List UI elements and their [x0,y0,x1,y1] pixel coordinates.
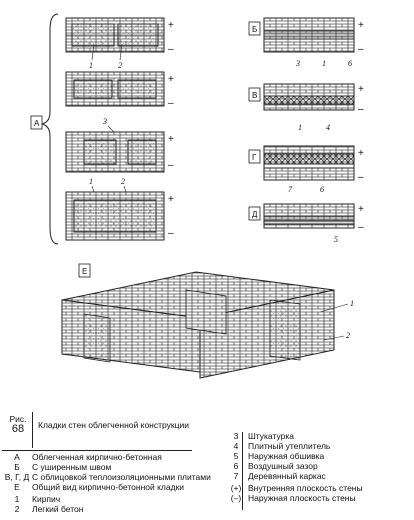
panel-a-brace [41,13,59,245]
callout-1: 1 [322,59,326,68]
sign-plus: + [358,20,364,31]
panel-g-letter: Г [252,153,257,162]
callout-3: 3 [102,117,107,126]
callout-1: 1 [350,299,354,308]
panel-v-diagram [263,83,355,111]
panel-d-letter: Д [252,210,258,219]
sign-plus: + [168,194,174,205]
callout-5: 5 [334,235,338,244]
sign-plus: + [168,134,174,145]
panel-d-label-box [248,206,261,221]
panel-g-diagram [263,145,355,181]
figure-number-box [2,412,33,448]
panel-a-diagram-1 [65,17,165,53]
figure-drawing: А + – 1 2 + – 3 + – 1 2 + – Б + [30,13,364,379]
callout-6: 6 [320,185,324,194]
callout-7: 7 [288,185,293,194]
panel-b-letter: Б [252,25,257,34]
panel-g-label-box [248,149,261,164]
panel-a-diagram-3 [65,131,165,173]
panel-e-letter: Е [82,267,87,276]
panel-a-diagram-2 [65,71,165,107]
sign-plus: + [358,148,364,159]
sign-minus: – [168,44,174,55]
sign-minus: – [168,228,174,239]
figure-label: Рис. 68 [4,414,32,435]
callout-1: 1 [89,177,93,186]
callout-3: 3 [295,59,300,68]
sign-minus: – [358,104,364,115]
sign-minus: – [168,98,174,109]
fig-number-text: 68 [11,423,25,435]
callout-1: 1 [298,123,302,132]
panel-d-diagram [263,203,355,229]
callout-2: 2 [346,331,350,340]
caption-divider [2,450,192,451]
sign-plus: + [358,204,364,215]
panel-a-label-box [30,115,43,130]
panel-e-label-box [78,263,91,278]
sign-plus: + [168,20,174,31]
fig-label-text: Рис. [9,414,27,424]
legend-item: (+)Внутренняя плоскость стены [230,483,363,493]
sign-minus: – [358,44,364,55]
panel-v-label-box [248,87,261,102]
callout-2: 2 [121,177,125,186]
sign-minus: – [358,172,364,183]
sign-plus: + [358,84,364,95]
figure-title: Кладки стен облегченной конструкции [38,420,189,430]
sign-minus: – [358,222,364,233]
panel-e-isometric-corner [61,271,335,379]
sign-plus: + [168,74,174,85]
panel-b-label-box [248,21,261,36]
panel-a-letter: А [34,119,40,128]
callout-6: 6 [348,59,352,68]
legend-item: (–)Наружная плоскость стены [230,493,356,503]
panel-a-diagram-4 [65,191,165,241]
callout-4: 4 [326,123,330,132]
callout-1: 1 [89,61,93,70]
sign-minus: – [168,160,174,171]
panel-v-letter: В [252,91,257,100]
panel-b-diagram [263,17,355,53]
legend-right-divider [242,432,243,510]
callout-2: 2 [118,61,122,70]
